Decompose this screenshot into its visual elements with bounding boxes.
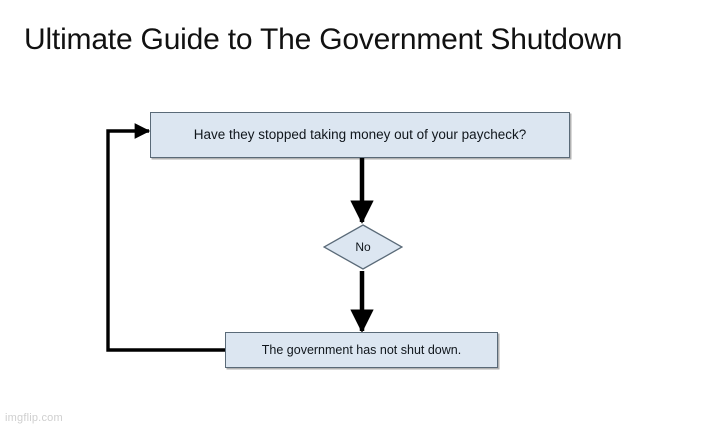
diamond-shape	[323, 224, 403, 270]
flow-node-result-label: The government has not shut down.	[261, 343, 462, 357]
flow-node-result[interactable]: The government has not shut down.	[225, 332, 498, 368]
flow-node-decision-label: No	[355, 240, 371, 254]
connector-result-to-question-loop	[106, 123, 225, 352]
flow-node-question-label: Have they stopped taking money out of yo…	[193, 127, 527, 142]
meme-title: Ultimate Guide to The Government Shutdow…	[24, 23, 623, 56]
flow-node-decision[interactable]: No	[323, 224, 403, 270]
imgflip-watermark: imgflip.com	[5, 412, 63, 424]
flow-node-question[interactable]: Have they stopped taking money out of yo…	[150, 112, 570, 158]
